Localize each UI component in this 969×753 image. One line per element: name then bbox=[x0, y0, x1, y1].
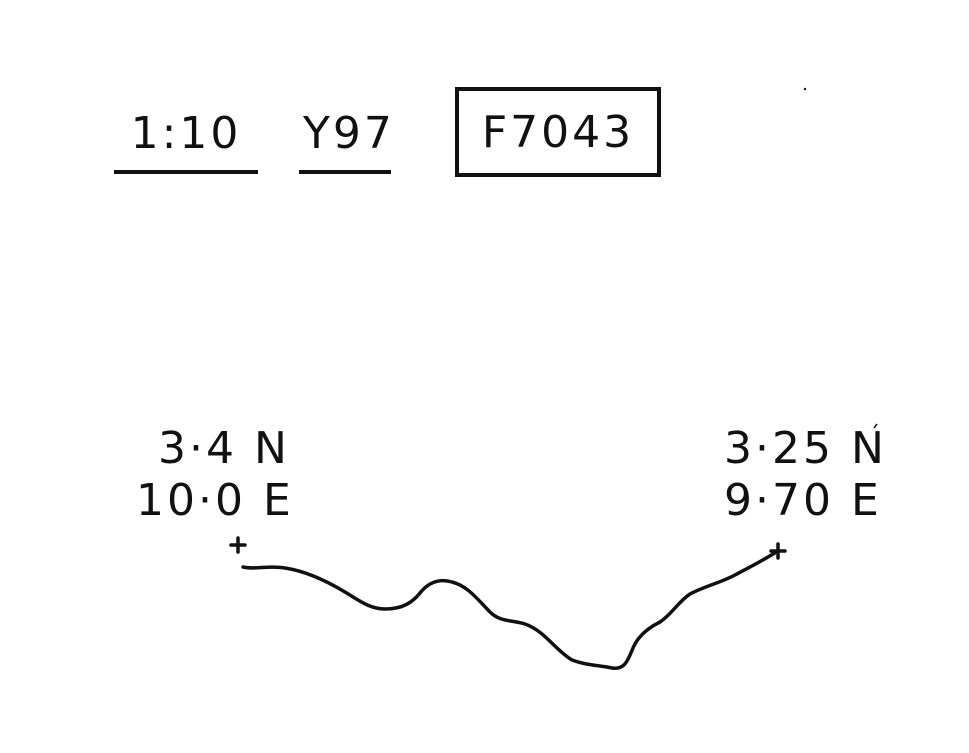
scale-label: 1:10 bbox=[114, 112, 258, 174]
start-cross-icon bbox=[229, 536, 247, 554]
code-label: Y97 bbox=[299, 112, 392, 174]
reference-box: F7043 bbox=[455, 87, 661, 177]
speck-mark bbox=[873, 423, 878, 429]
start-longitude: 10·0 E bbox=[136, 475, 294, 526]
end-longitude: 9·70 E bbox=[724, 475, 882, 526]
profile-line bbox=[241, 549, 780, 670]
start-latitude: 3·4 N bbox=[158, 423, 290, 474]
speck-mark bbox=[803, 87, 807, 91]
end-latitude: 3·25 N bbox=[724, 423, 887, 474]
